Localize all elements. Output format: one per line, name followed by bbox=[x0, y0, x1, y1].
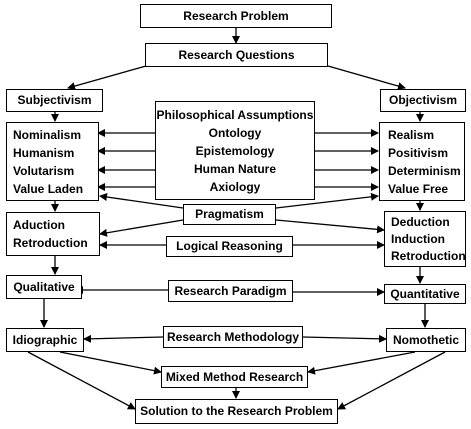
deduction-label: Deduction bbox=[391, 214, 450, 229]
arrow-pragmatism-deduction bbox=[275, 219, 385, 234]
nomothetic-box: Nomothetic bbox=[386, 328, 466, 352]
research-paradigm-label: Research Paradigm bbox=[174, 283, 287, 298]
positivism-label: Positivism bbox=[388, 145, 449, 160]
value-laden-label: Value Laden bbox=[13, 181, 84, 196]
mixed-method-research-label: Mixed Method Research bbox=[165, 369, 304, 384]
philosophical-human-nature: Human Nature bbox=[193, 161, 276, 176]
idiographic-box: Idiographic bbox=[6, 328, 84, 352]
aduction-label: Aduction bbox=[13, 218, 65, 232]
arrow-pragmatism-aduction bbox=[99, 219, 184, 237]
deduction-retroduction-label: Retroduction bbox=[391, 248, 466, 263]
subjectivism-label: Subjectivism bbox=[17, 93, 92, 107]
objectivism-label: Objectivism bbox=[388, 93, 458, 107]
volutarism-label: Volutarism bbox=[13, 163, 75, 178]
solution-box: Solution to the Research Problem bbox=[135, 399, 338, 424]
pragmatism-label: Pragmatism bbox=[195, 207, 264, 221]
idiographic-label: Idiographic bbox=[12, 332, 78, 347]
research-problem-box: Research Problem bbox=[140, 4, 332, 28]
realism-label: Realism bbox=[388, 127, 435, 142]
determinism-label: Determinism bbox=[388, 163, 461, 178]
arrow-questions-subjectivism bbox=[67, 65, 147, 90]
philosophical-ontology: Ontology bbox=[208, 125, 262, 140]
arrow-pragmatism-left-list bbox=[99, 193, 184, 209]
subjectivist-assumptions-box: Nominalism Humanism Volutarism Value Lad… bbox=[6, 122, 99, 201]
logical-reasoning-box: Logical Reasoning bbox=[166, 236, 293, 257]
quantitative-label: Quantitative bbox=[390, 286, 460, 301]
objectivist-assumptions-box: Realism Positivism Determinism Value Fre… bbox=[379, 122, 465, 201]
arrow-nomothetic-mixed bbox=[307, 351, 416, 375]
research-problem-label: Research Problem bbox=[183, 8, 289, 23]
research-questions-label: Research Questions bbox=[178, 47, 295, 62]
deduction-induction-box: Deduction Induction Retroduction bbox=[384, 211, 466, 267]
arrow-methodology-nomothetic bbox=[302, 334, 387, 343]
aduction-retroduction-box: Aduction Retroduction bbox=[6, 212, 100, 256]
research-questions-box: Research Questions bbox=[145, 43, 328, 67]
induction-label: Induction bbox=[391, 231, 445, 246]
arrow-questions-objectivism bbox=[327, 65, 406, 90]
qualitative-label: Qualitative bbox=[13, 279, 75, 294]
value-free-label: Value Free bbox=[388, 181, 449, 196]
aduction-retroduction-label: Retroduction bbox=[13, 236, 88, 250]
quantitative-box: Quantitative bbox=[384, 284, 466, 304]
arrow-methodology-idiographic bbox=[83, 334, 164, 343]
research-paradigm-box: Research Paradigm bbox=[168, 280, 293, 302]
research-methodology-label: Research Methodology bbox=[166, 329, 300, 344]
humanism-label: Humanism bbox=[13, 145, 75, 160]
subjectivism-box: Subjectivism bbox=[6, 89, 103, 112]
philosophical-assumptions-title: Philosophical Assumptions bbox=[156, 107, 314, 122]
arrow-idiographic-mixed bbox=[59, 351, 162, 375]
solution-label: Solution to the Research Problem bbox=[140, 404, 333, 418]
arrow-pragmatism-right-list bbox=[275, 192, 379, 209]
philosophical-epistemology: Epistemology bbox=[195, 143, 275, 158]
pragmatism-box: Pragmatism bbox=[183, 204, 276, 225]
logical-reasoning-label: Logical Reasoning bbox=[176, 239, 283, 253]
arrow-nomothetic-solution bbox=[337, 351, 446, 410]
arrow-idiographic-solution bbox=[27, 351, 136, 410]
philosophical-axiology: Axiology bbox=[209, 179, 261, 194]
nominalism-label: Nominalism bbox=[13, 127, 82, 142]
research-methodology-box: Research Methodology bbox=[163, 326, 303, 348]
philosophical-assumptions-box: Philosophical Assumptions Ontology Epist… bbox=[155, 101, 315, 200]
objectivism-box: Objectivism bbox=[380, 89, 466, 112]
qualitative-box: Qualitative bbox=[6, 275, 82, 299]
mixed-method-research-box: Mixed Method Research bbox=[161, 366, 308, 388]
nomothetic-label: Nomothetic bbox=[393, 332, 459, 347]
